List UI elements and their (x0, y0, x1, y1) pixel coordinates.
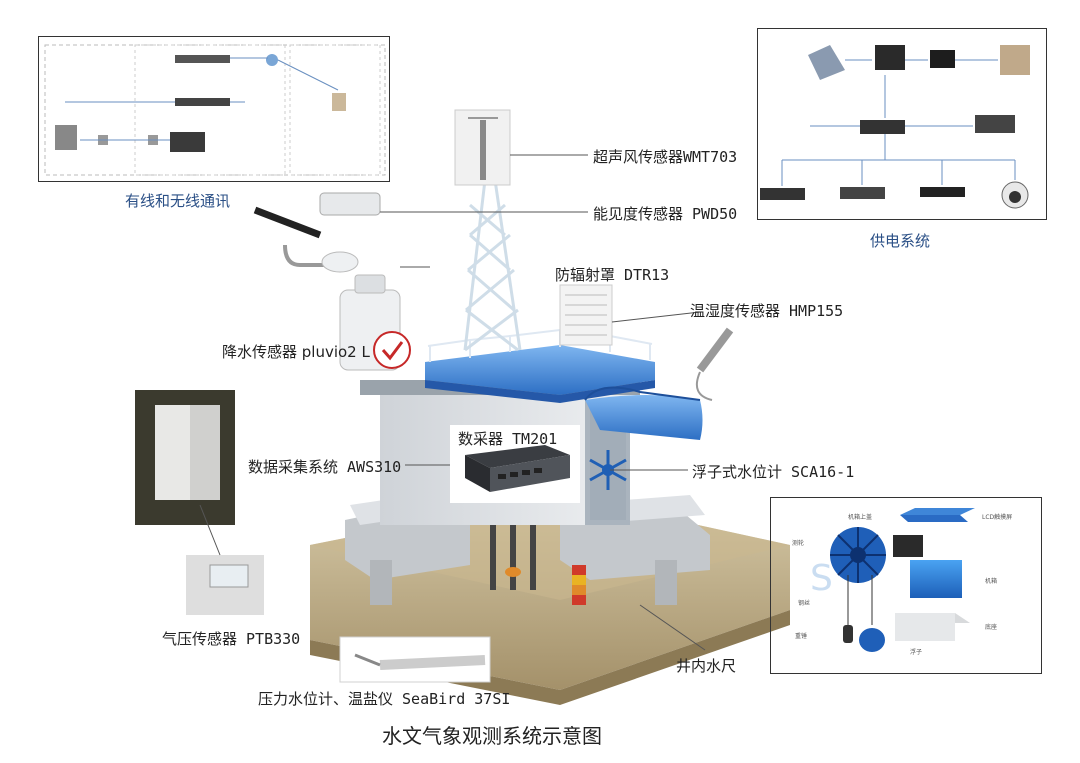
float-panel (770, 497, 1042, 674)
label-precip-sensor: 降水传感器 pluvio2 L (222, 343, 370, 361)
comm-panel (38, 36, 390, 182)
float-gauge-diagram: S (810, 508, 975, 652)
label-pressure-sensor: 气压传感器 PTB330 (162, 630, 301, 648)
station-platform (425, 328, 655, 403)
label-visibility-sensor: 能见度传感器 PWD50 (593, 205, 738, 223)
temp-humidity-probe-illustration (696, 327, 734, 401)
radiation-shield-illustration (559, 284, 613, 346)
label-data-logger: 数采器 TM201 (458, 430, 558, 448)
label-pressure-water-level: 压力水位计、温盐仪 SeaBird 37SI (258, 690, 511, 708)
float-label-base: 底座 (985, 624, 998, 631)
wind-sensor-illustration (454, 109, 511, 186)
label-daq-system: 数据采集系统 AWS310 (248, 458, 402, 476)
svg-text:S: S (810, 558, 833, 599)
label-radiation-shield: 防辐射罩 DTR13 (555, 266, 670, 284)
label-temp-humidity-sensor: 温湿度传感器 HMP155 (690, 302, 844, 320)
float-label-float: 浮子 (910, 649, 923, 656)
comm-diagram (44, 44, 386, 176)
float-label-lcd: LCD触摸屏 (982, 514, 1013, 521)
diagram-title: 水文气象观测系统示意图 (382, 724, 602, 748)
float-label-wheel: 测轮 (792, 540, 805, 547)
label-wind-sensor: 超声风传感器WMT703 (593, 148, 738, 166)
station-roof (584, 386, 703, 440)
power-panel (757, 28, 1047, 220)
power-caption: 供电系统 (870, 232, 931, 250)
station-base (345, 490, 710, 605)
lattice-tower (463, 179, 522, 352)
float-label-cable: 钢丝 (798, 600, 811, 607)
seabird-probe-illustration (339, 636, 491, 683)
pressure-sensor-illustration (135, 390, 264, 615)
data-logger-illustration (450, 425, 580, 503)
float-label-weight: 重锤 (795, 633, 808, 640)
comm-caption: 有线和无线通讯 (125, 192, 231, 210)
label-well-ruler: 井内水尺 (676, 657, 737, 675)
label-float-gauge: 浮子式水位计 SCA16-1 (692, 463, 855, 481)
power-diagram (760, 45, 1030, 209)
float-label-top-cover: 机箱上盖 (848, 514, 873, 521)
precip-sensor-illustration (339, 274, 411, 371)
leader-lines (199, 154, 706, 651)
float-label-box: 机箱 (985, 578, 998, 585)
visibility-sensor-illustration (253, 192, 381, 273)
